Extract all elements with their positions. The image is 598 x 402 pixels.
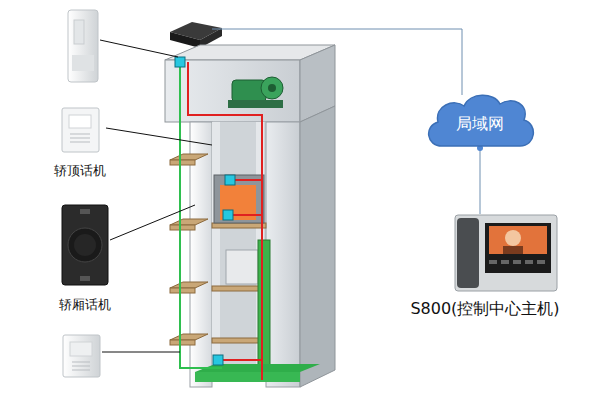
speaker-icon xyxy=(40,202,130,287)
node-label: 轿厢话机 xyxy=(40,296,130,314)
elevator-shaft xyxy=(170,57,335,387)
node-label: S800(控制中心主机) xyxy=(385,299,585,320)
car-phone: 轿厢话机 xyxy=(40,202,130,314)
machine-room xyxy=(165,45,335,122)
pit-phone xyxy=(63,335,100,377)
monitor-icon xyxy=(385,210,585,295)
network-box xyxy=(170,22,222,48)
leader-lines xyxy=(100,40,212,352)
intercom-device xyxy=(68,10,98,82)
node-label: 轿顶话机 xyxy=(45,162,115,180)
node-label: 局域网 xyxy=(420,114,540,135)
phone-icon xyxy=(45,105,115,155)
lan-cloud: 局域网 xyxy=(420,88,540,158)
top-phone: 轿顶话机 xyxy=(45,105,115,180)
network-link xyxy=(480,146,481,214)
control-host: S800(控制中心主机) xyxy=(385,210,585,320)
